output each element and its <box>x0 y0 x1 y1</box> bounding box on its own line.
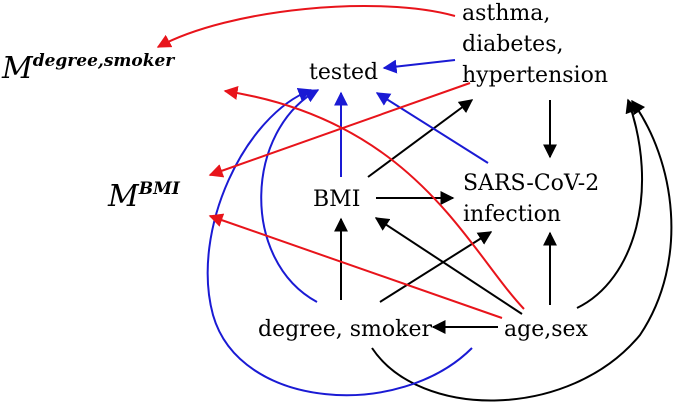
node-comorbidity-line2: diabetes, <box>462 32 563 57</box>
node-bmi: BMI <box>313 187 360 212</box>
node-degree-smoker-label: degree, smoker <box>258 317 432 342</box>
node-tested: tested <box>309 60 378 85</box>
mask-degree-smoker-base: M <box>1 51 34 86</box>
node-age-sex-label: age,sex <box>504 317 589 342</box>
edge-agesex-to-bmi <box>374 217 523 315</box>
red-edges <box>156 5 525 319</box>
node-age-sex: age,sex <box>504 317 589 342</box>
edge-comorbidity-to-mbmi <box>208 82 471 178</box>
edge-agesex-to-comorbidity-arc <box>576 98 644 309</box>
mask-degree-smoker-superscript: degree,smoker <box>33 51 176 71</box>
edge-degree-to-infection <box>379 231 493 303</box>
edge-agesex-to-tested-arc <box>206 87 473 397</box>
edge-comorbidity-to-tested <box>382 59 456 74</box>
edge-bmi-to-comorbidity <box>367 99 474 178</box>
mask-bmi-superscript: BMI <box>138 179 181 199</box>
node-infection: SARS-CoV-2 infection <box>463 171 599 227</box>
node-tested-label: tested <box>309 60 378 85</box>
node-infection-line1: SARS-CoV-2 <box>463 171 599 196</box>
edge-infection-to-tested <box>375 92 489 164</box>
edge-degree-to-comorbidity-arc <box>371 99 673 402</box>
mask-degree-smoker-label: Mdegree,smoker <box>1 51 175 86</box>
node-bmi-label: BMI <box>313 187 360 212</box>
node-infection-line2: infection <box>463 202 561 227</box>
edge-degree-to-tested-arc <box>260 89 320 303</box>
blue-edges <box>206 59 489 397</box>
edge-agesex-to-mbmi <box>208 213 503 319</box>
node-comorbidities: asthma, diabetes, hypertension <box>462 1 608 88</box>
node-degree-smoker: degree, smoker <box>258 317 432 342</box>
edge-agesex-to-mdegree <box>223 85 525 310</box>
node-comorbidity-line1: asthma, <box>462 1 550 26</box>
black-edges <box>334 98 673 402</box>
node-comorbidity-line3: hypertension <box>462 63 608 88</box>
mask-bmi-label: MBMI <box>107 179 181 214</box>
edge-comorbidity-to-mdegree <box>156 5 456 48</box>
mask-bmi-base: M <box>107 179 140 214</box>
